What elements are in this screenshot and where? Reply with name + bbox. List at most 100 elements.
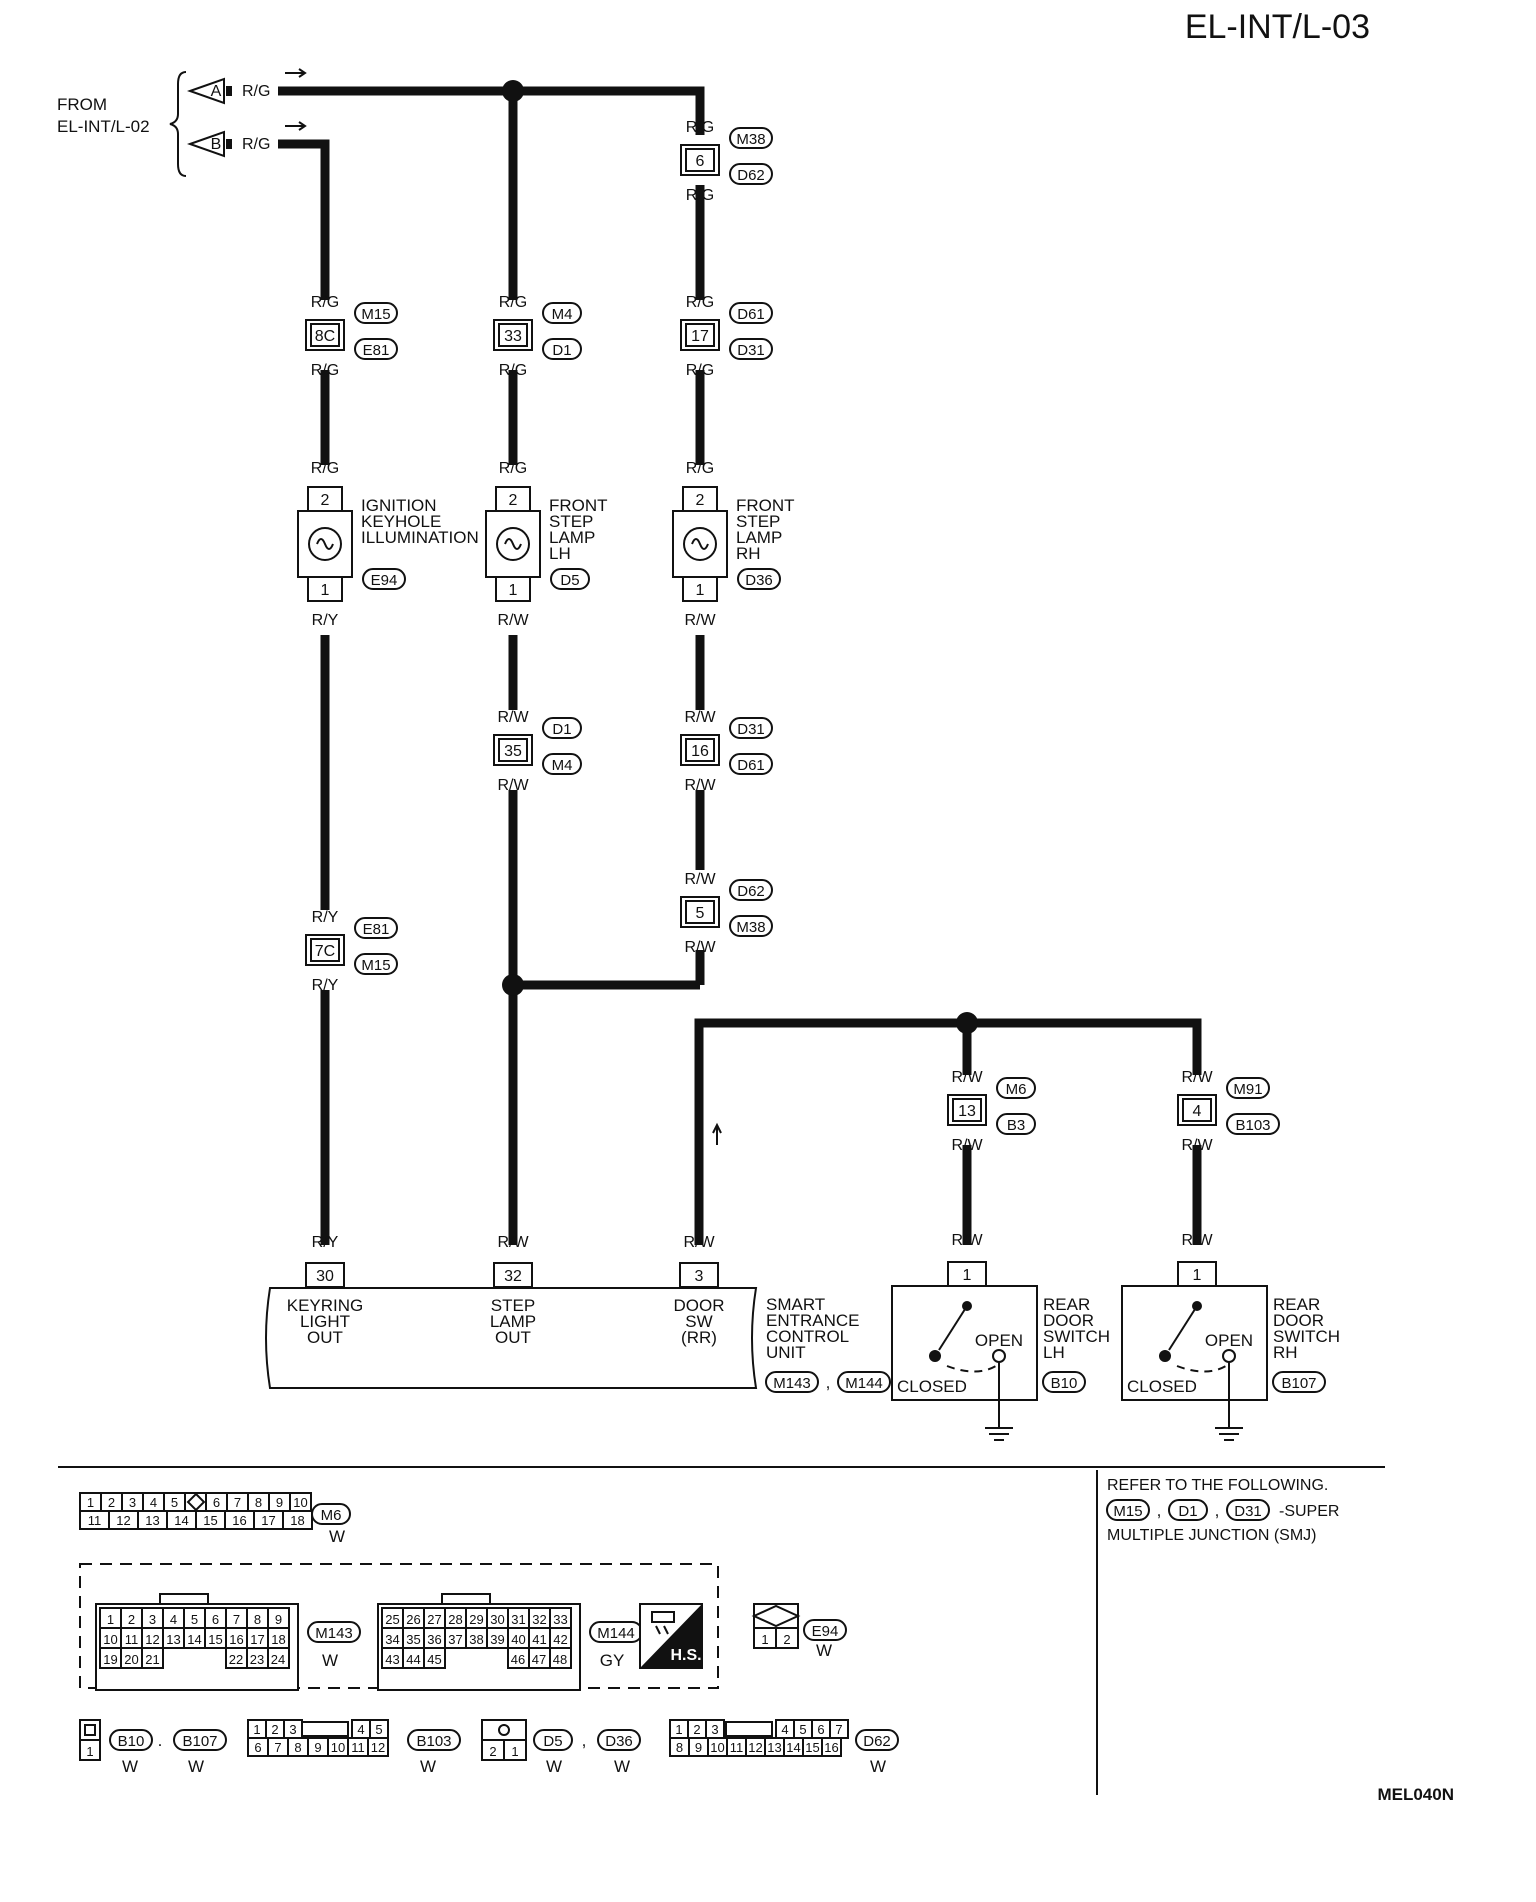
harness-side-icon: [651, 1611, 675, 1635]
conn-m143-row2-pin: 11: [125, 1632, 139, 1647]
front-step-lamp-lh-conn-outline: [550, 568, 590, 590]
signal-arrow-icon: [285, 68, 307, 78]
conn-m144-color: GY: [600, 1651, 625, 1670]
terminal-step-lamp-out-label-line: OUT: [495, 1328, 531, 1347]
conn-d62-row1-pin: 3: [711, 1722, 718, 1737]
conn-b103-row2-pin: 7: [274, 1740, 281, 1755]
junction-m6-b3-wire-bottom: R/W: [951, 1137, 983, 1154]
conn-d36-id-outline: [597, 1729, 641, 1751]
rear-door-switch-rh-closed-label: CLOSED: [1127, 1377, 1197, 1396]
conn-b103-id-label: B103: [416, 1733, 451, 1750]
connector-arrow-icon: [186, 130, 225, 158]
conn-m143-id-outline: [307, 1621, 361, 1643]
conn-m6-row1-pin: 7: [234, 1495, 241, 1510]
conn-d62-pin: 5: [799, 1722, 806, 1737]
conn-m144-pin: 46: [511, 1652, 525, 1667]
conn-b10-id-label: B10: [118, 1733, 145, 1750]
junction-e81-m15-pin-box: [310, 938, 340, 962]
conn-b103-pin: 5: [375, 1722, 382, 1737]
rear-door-switch-rh-contact-arm: [1168, 1305, 1198, 1351]
ignition-keyhole-lamp-pin-top: 2: [321, 492, 330, 509]
junction-d61-d31-conn-top-outline: [729, 302, 773, 324]
junction-m6-b3-conn-top-outline: [996, 1077, 1036, 1099]
from-connector-wire: R/G: [242, 136, 270, 153]
rear-door-switch-rh-name-line: REAR: [1273, 1295, 1320, 1314]
separator: ,: [1157, 1501, 1162, 1520]
conn-b103-color: W: [420, 1757, 436, 1776]
conn-m144-pin: 47: [532, 1652, 546, 1667]
front-step-lamp-rh-pin-top-box: [682, 486, 718, 512]
junction-e81-m15-wire-top: R/Y: [312, 909, 339, 926]
conn-d62-row2-pin: 13: [767, 1740, 781, 1755]
conn-m144-row3-pin: 44: [406, 1652, 420, 1667]
rear-door-switch-lh-pin-box: [947, 1261, 987, 1287]
front-step-lamp-rh-bulb-icon: [683, 527, 717, 561]
ignition-keyhole-lamp-filament-icon: [316, 538, 334, 550]
conn-m144-row3-cell: [423, 1647, 446, 1669]
control-unit-conn-m143-label: M143: [773, 1375, 811, 1392]
junction-m15-e81-pin-box: [310, 323, 340, 347]
ignition-keyhole-lamp-conn-outline: [362, 568, 406, 590]
conn-b103-row1-pin: 2: [271, 1722, 278, 1737]
conn-m6-row2-pin: 14: [174, 1513, 188, 1528]
front-step-lamp-lh-filament-icon: [504, 538, 522, 550]
ignition-keyhole-lamp-wire-bottom: R/Y: [312, 612, 339, 629]
conn-m6-row1-pin: 4: [150, 1495, 157, 1510]
junction-m4-d1-conn-top-label: M4: [552, 306, 573, 323]
front-step-lamp-lh-conn-label: D5: [560, 572, 579, 589]
refer-smj-conn-label: M15: [1113, 1503, 1142, 1520]
front-step-lamp-rh-wire-top: R/G: [686, 460, 714, 477]
front-step-lamp-lh-pin-bottom-box: [495, 576, 531, 602]
junction-m38-d62-pin: 6: [696, 153, 705, 170]
conn-b103-row2-pin: 9: [314, 1740, 321, 1755]
conn-m143-row2-pin: 10: [103, 1632, 117, 1647]
conn-m143-pin: 24: [271, 1652, 285, 1667]
junction-m4-d1-pin-box: [498, 323, 528, 347]
junction-d62-m38-conn-top-outline: [729, 879, 773, 901]
terminal-step-lamp-out-label-line: STEP: [491, 1296, 535, 1315]
terminal-step-lamp-out-wire: R/W: [497, 1234, 529, 1251]
junction-d1-m4-conn-bottom-label: M4: [552, 757, 573, 774]
front-step-lamp-lh-name-line: FRONT: [549, 496, 608, 515]
conn-m144-row3-cell: [549, 1647, 572, 1669]
conn-m143-row3-pin: 21: [145, 1652, 159, 1667]
control-unit-body: [265, 1287, 758, 1389]
refer-smj-conn-label: D31: [1234, 1503, 1262, 1520]
junction-m38-d62-wire-bottom: R/G: [686, 187, 714, 204]
front-step-lamp-rh-pin-top: 2: [696, 492, 705, 509]
rear-door-switch-rh-name-line: SWITCH: [1273, 1327, 1340, 1346]
conn-b103-row2-cell: [367, 1737, 389, 1757]
front-step-lamp-rh-conn-label: D36: [745, 572, 773, 589]
figure-code: MEL040N: [1377, 1785, 1454, 1804]
conn-d62-row2-pin: 8: [676, 1740, 683, 1755]
conn-d36-color: W: [614, 1757, 630, 1776]
conn-b107-id-label: B107: [182, 1733, 217, 1750]
junction-m4-d1-conn-bottom-label: D1: [552, 342, 571, 359]
from-connector-letter: B: [211, 136, 222, 153]
conn-b10-color: W: [122, 1757, 138, 1776]
front-step-lamp-lh-pin-top: 2: [509, 492, 518, 509]
conn-m144-row2-pin: 41: [532, 1632, 546, 1647]
from-connector-letter: A: [211, 83, 222, 100]
junction-e81-m15-conn-bottom-label: M15: [361, 957, 390, 974]
rear-door-switch-lh-wire: R/W: [951, 1232, 983, 1249]
terminal-door-sw-rr-pin: 3: [695, 1268, 704, 1285]
rear-door-switch-lh-contact-arm: [938, 1305, 968, 1351]
conn-m144-row2-pin: 42: [553, 1632, 567, 1647]
conn-m6-id-outline: [311, 1503, 351, 1525]
control-unit-name-line: SMART: [766, 1295, 825, 1314]
conn-m144-row3-pin: 45: [427, 1652, 441, 1667]
conn-m143-id-label: M143: [315, 1625, 353, 1642]
conn-m144-id-label: M144: [597, 1625, 635, 1642]
from-brace: [169, 71, 187, 177]
conn-m6-row2-pin: 11: [88, 1513, 102, 1528]
junction-m15-e81-pin: 8C: [315, 328, 335, 345]
conn-m143-row2-pin: 15: [208, 1632, 222, 1647]
control-unit-name-line: CONTROL: [766, 1327, 849, 1346]
refer-note-suffix: -SUPER: [1279, 1503, 1339, 1520]
junction-m4-d1-pin: 33: [504, 328, 522, 345]
junction-m38-d62-wire-top: R/G: [686, 119, 714, 136]
conn-m143-row3-cell: [267, 1647, 290, 1669]
front-step-lamp-lh-name-line: LH: [549, 544, 571, 563]
junction-d62-m38-conn-top-label: D62: [737, 883, 765, 900]
